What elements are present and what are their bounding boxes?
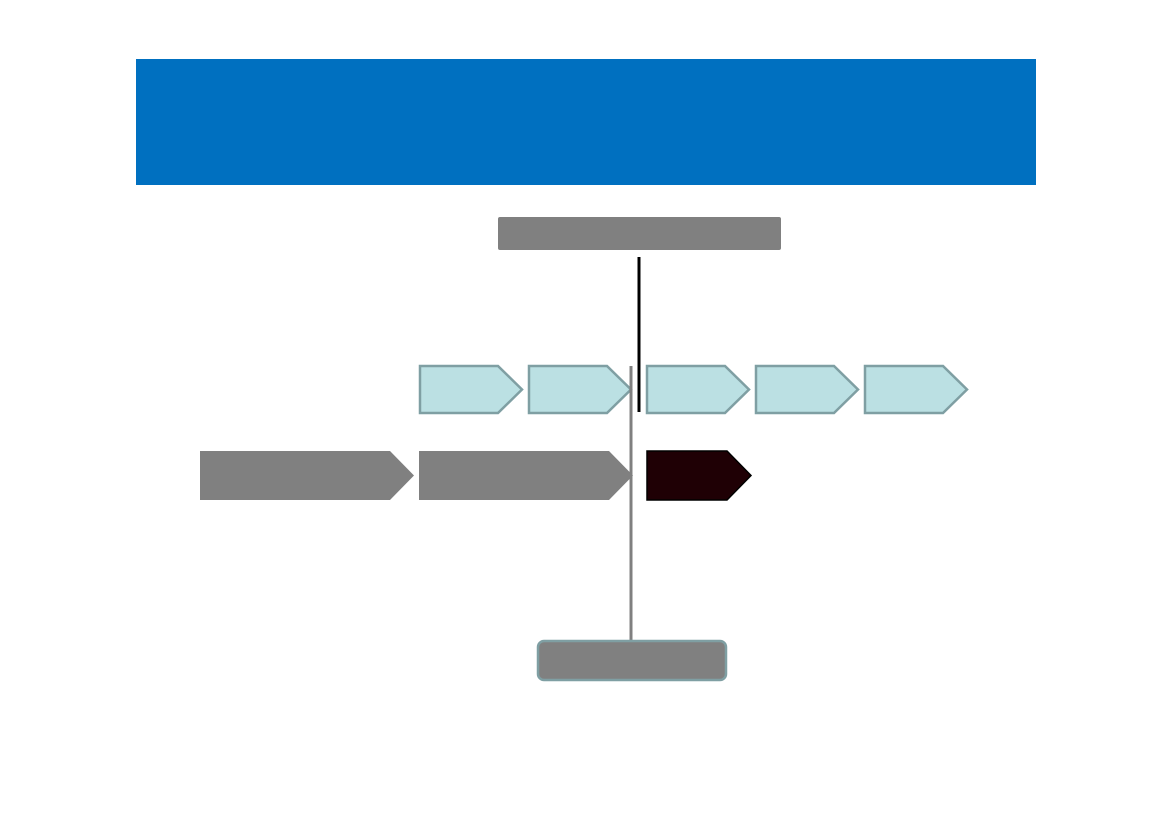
lower-step-current <box>646 450 753 501</box>
upper-step-4 <box>754 364 860 415</box>
lower-step-row <box>200 450 753 501</box>
lower-step-1 <box>200 451 414 500</box>
lower-step-2 <box>419 451 633 500</box>
upper-step-1 <box>418 364 524 415</box>
upper-step-3 <box>645 364 751 415</box>
header-band <box>136 59 1036 185</box>
bottom-label-box <box>536 639 728 682</box>
upper-step-5 <box>863 364 969 415</box>
upper-step-row <box>418 364 969 415</box>
top-label-box <box>498 217 781 250</box>
upper-step-2 <box>527 364 633 415</box>
